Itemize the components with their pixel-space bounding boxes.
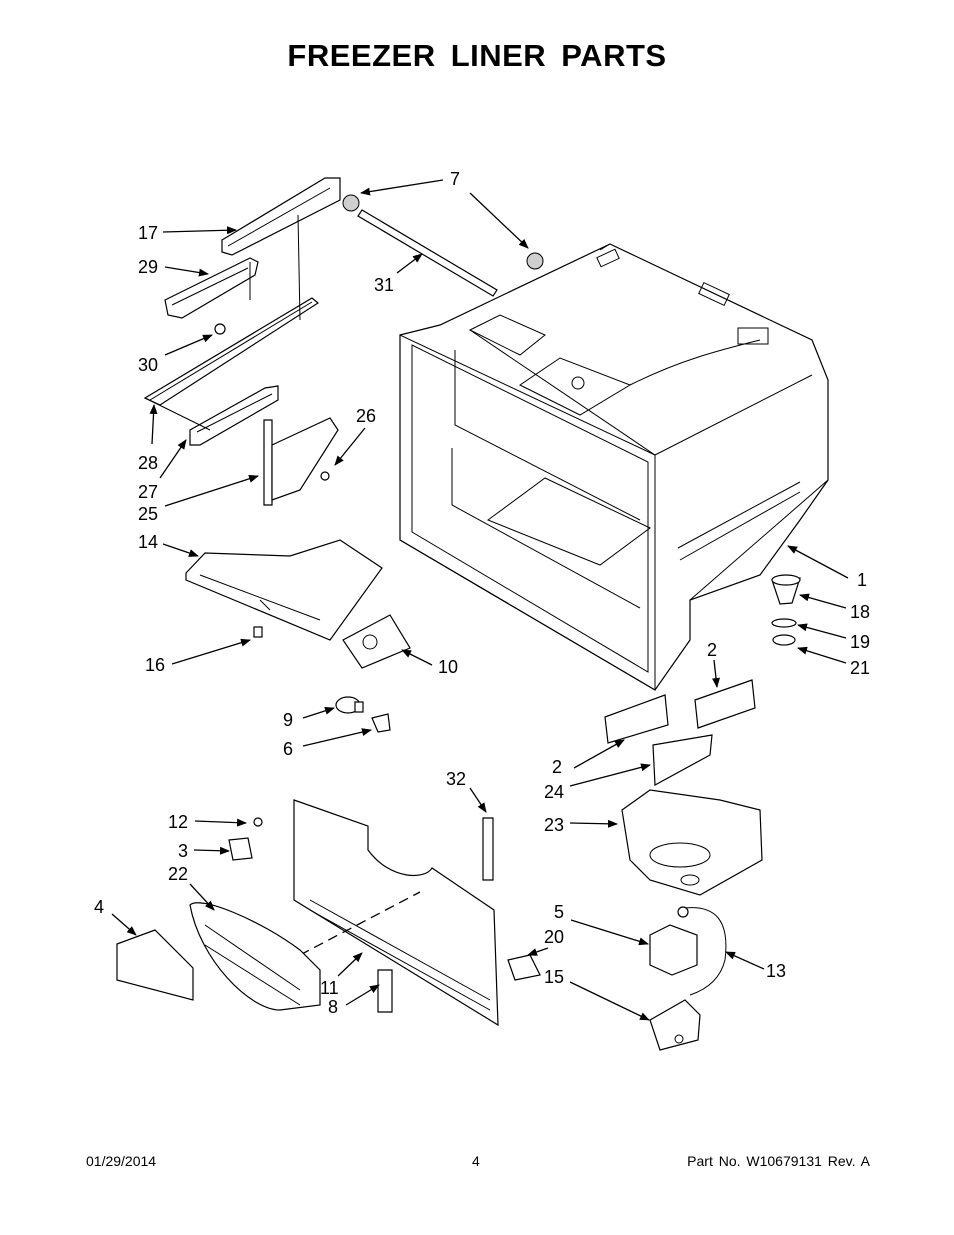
callout-23: 23 (544, 815, 564, 835)
callout-32: 32 (446, 769, 466, 789)
callout-6: 6 (283, 739, 293, 759)
leader-lines (111, 179, 849, 1021)
callout-28: 28 (138, 453, 158, 473)
panel-bracket (263, 417, 339, 506)
callout-14: 14 (138, 532, 158, 552)
rear-panel-assembly (228, 799, 499, 1027)
callout-24: 24 (544, 782, 564, 802)
callout-25: 25 (138, 504, 158, 524)
callout-3: 3 (178, 841, 188, 861)
callout-18: 18 (850, 602, 870, 622)
drain-parts (771, 574, 801, 646)
callout-4: 4 (94, 897, 104, 917)
callout-1: 1 (857, 570, 867, 590)
footer-part-number: Part No. W10679131 Rev. A (687, 1153, 870, 1169)
ice-tray-housing (185, 539, 411, 669)
callout-17: 17 (138, 223, 158, 243)
filter-pads (604, 679, 756, 744)
callout-20: 20 (544, 927, 564, 947)
evaporator-fan-assembly (621, 734, 763, 896)
callout-2-lower: 2 (552, 757, 562, 777)
callout-29: 29 (138, 257, 158, 277)
footer-page-number: 4 (472, 1153, 480, 1169)
callout-11: 11 (320, 978, 339, 998)
callout-5: 5 (554, 902, 564, 922)
callout-9: 9 (283, 710, 293, 730)
callout-16: 16 (145, 655, 165, 675)
footer-date: 01/29/2014 (86, 1153, 157, 1169)
page-title: FREEZER LINER PARTS (287, 38, 667, 73)
callout-10: 10 (438, 657, 458, 677)
callout-13: 13 (766, 961, 786, 981)
callout-26: 26 (356, 406, 376, 426)
callout-21: 21 (850, 658, 870, 678)
motor-assembly (507, 906, 727, 1051)
callout-7: 7 (450, 169, 460, 189)
callout-8: 8 (328, 997, 338, 1017)
front-grille (116, 902, 321, 1011)
callout-15: 15 (544, 967, 564, 987)
callout-30: 30 (138, 355, 158, 375)
lamp-socket-parts (335, 696, 391, 733)
callout-labels: 17 29 30 28 27 25 26 7 31 14 16 10 9 6 1… (94, 169, 870, 1017)
callout-2-upper: 2 (707, 640, 717, 660)
freezer-rail-assembly (143, 177, 544, 446)
callout-22: 22 (168, 864, 188, 884)
freezer-liner (399, 243, 829, 691)
callout-12: 12 (168, 812, 188, 832)
callout-31: 31 (374, 275, 394, 295)
callout-27: 27 (138, 482, 158, 502)
callout-19: 19 (850, 632, 870, 652)
